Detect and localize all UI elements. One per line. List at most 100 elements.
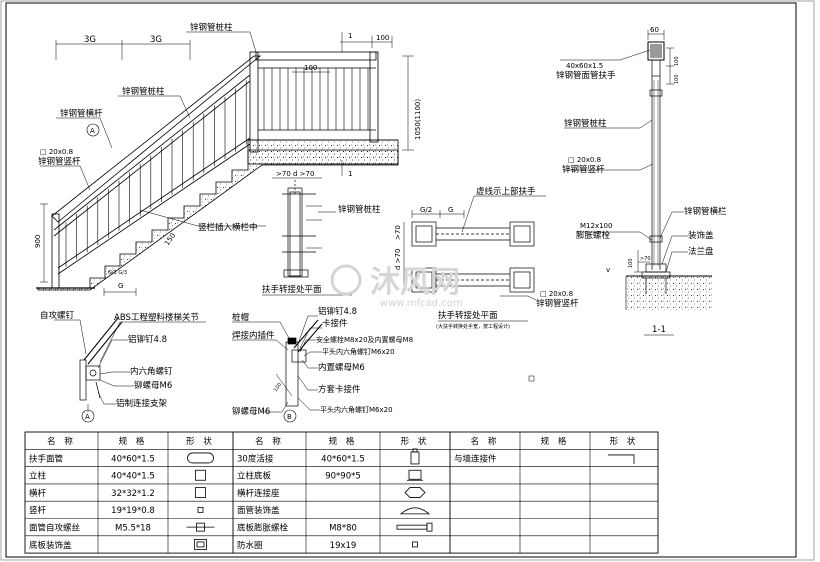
base-plate-shape-icon xyxy=(407,469,423,481)
label-sec-baluster-spec: □ 20x0.8 xyxy=(540,290,573,298)
sec-dim-100b: 100 xyxy=(674,74,680,84)
det-b-dim: 100 xyxy=(273,382,283,393)
elevation-leaders xyxy=(40,31,266,227)
dim-3g-2: 3G xyxy=(150,35,162,45)
watermark-text: 沐风网 xyxy=(370,265,460,300)
table-cell-name: 横杆连接座 xyxy=(237,488,280,499)
baluster-group xyxy=(65,68,369,267)
label-turn-plan-left: 扶手转接处平面 xyxy=(262,284,322,295)
section-ground xyxy=(626,276,712,310)
detail-a-marker xyxy=(81,409,95,423)
sloped-handrail xyxy=(51,55,262,223)
table-header: 名 称 xyxy=(255,436,284,447)
table-header: 形 状 xyxy=(186,436,215,447)
table-cell-spec: 19x19 xyxy=(330,541,357,551)
table-cell-name: 面管自攻螺丝 xyxy=(29,523,81,534)
rounded-rect-shape-icon xyxy=(187,452,214,464)
label-turn-plan-note: (大扶手转换处手宽，按工程设计) xyxy=(436,323,510,330)
det-b-innernut: 内置螺母M6 xyxy=(318,362,365,373)
elevation-dimensions xyxy=(40,32,414,296)
label-dashed-note: 虚线示上部扶手 xyxy=(476,186,536,197)
dim-g2: G/2 xyxy=(420,206,432,214)
sec-flange: 法兰盘 xyxy=(688,246,714,257)
table-cell-spec: 32*32*1.2 xyxy=(111,489,155,499)
detail-b-letter: B xyxy=(287,413,292,421)
callout-a-letter: A xyxy=(90,127,95,135)
wall-bracket-shape-icon xyxy=(608,454,635,464)
table-cell-spec: 90*90*5 xyxy=(325,472,361,482)
det-b-cap: 桩帽 xyxy=(232,312,249,323)
det-a-screw: 自攻螺钉 xyxy=(40,310,75,321)
sec-dim-100a: 100 xyxy=(674,56,680,66)
table-cell-spec: 19*19*0.8 xyxy=(111,506,155,516)
post-end xyxy=(369,51,379,143)
table-cell-name: 底板装饰盖 xyxy=(29,540,72,551)
det-a-bracket: 铝制连接支架 xyxy=(116,398,168,409)
post-mid xyxy=(249,51,259,153)
rail-seat-shape-icon xyxy=(404,487,426,498)
det-b-clip: 卡接件 xyxy=(322,318,348,329)
det-a-nut: 铆螺母M6 xyxy=(134,380,172,391)
det-b-rivet: 铝铆钉4.8 xyxy=(318,306,357,317)
dim-3g-1: 3G xyxy=(84,35,96,45)
table-header: 规 格 xyxy=(329,436,358,447)
square-shape-icon xyxy=(195,487,206,498)
det-b-safety: 安全螺栓M8x20及内置螺母M8 xyxy=(316,335,413,344)
label-turn-post: 锌钢管桩柱 xyxy=(338,204,381,215)
table-cell-name: 竖杆 xyxy=(29,505,47,516)
post-start xyxy=(51,213,60,289)
sec-bolt-spec: M12x100 xyxy=(580,222,612,230)
sec-top-dim: 60 xyxy=(650,26,659,34)
label-sec-baluster: 锌钢管竖杆 xyxy=(536,298,579,309)
table-cell-name: 与墙连接件 xyxy=(454,453,497,464)
label-rail: 锌钢管横杆 xyxy=(60,108,103,119)
detail-b-marker xyxy=(283,409,297,423)
table-cell-name: 扶手面管 xyxy=(29,453,63,464)
det-b-weld: 焊接内插件 xyxy=(232,330,275,341)
joint-shape-icon xyxy=(410,448,420,465)
watermark: 沐风网 www.mfcad.com xyxy=(330,264,463,309)
dim-70: >70 xyxy=(394,225,402,240)
sec-bolt: 膨胀螺栓 xyxy=(576,230,611,241)
sec-handrail-spec: 40x60x1.5 xyxy=(566,62,603,70)
label-baluster: 锌钢管竖杆 xyxy=(38,156,81,167)
stair-elevation xyxy=(36,139,399,291)
sec-title: 1-1 xyxy=(652,325,666,335)
table-cell-spec: 40*40*1.5 xyxy=(111,472,155,482)
table-header: 规 格 xyxy=(119,436,148,447)
watermark-url: www.mfcad.com xyxy=(380,298,463,309)
table-header: 名 称 xyxy=(47,436,76,447)
square-shape-icon xyxy=(195,469,206,481)
sec-v-mark: v xyxy=(606,266,610,274)
table-cell-name: 底板膨胀螺栓 xyxy=(237,523,289,534)
small-square-shape-icon xyxy=(412,541,418,548)
sec-baluster2-spec: □ 20x0.8 xyxy=(568,156,601,164)
detail-b xyxy=(232,315,323,413)
dim-g-bottom: G xyxy=(118,282,123,290)
dim-height: 1050(1100) xyxy=(414,99,422,140)
cap-shape-icon xyxy=(399,507,431,515)
table-cell-name: 立柱 xyxy=(29,471,47,482)
table-cell-name: 面管装饰盖 xyxy=(237,505,280,516)
small-square-shape-icon xyxy=(197,506,204,513)
table-cell-name: 立柱底板 xyxy=(237,471,272,482)
turn-detail-right xyxy=(403,195,546,301)
det-a-rivet: 铝铆钉4.8 xyxy=(128,334,167,345)
label-post-top: 锌钢管桩柱 xyxy=(190,22,233,33)
table-header: 规 格 xyxy=(541,436,570,447)
table-header: 形 状 xyxy=(610,436,639,447)
table-cell-spec: M5.5*18 xyxy=(115,524,151,534)
table-border xyxy=(24,431,659,554)
dim-900: 900 xyxy=(34,235,42,248)
table-cell-spec: M8*80 xyxy=(329,524,357,534)
dim-g: G xyxy=(448,206,453,214)
detail-a xyxy=(54,317,206,412)
section-mark-1-bottom: 1 xyxy=(348,170,352,178)
stair-slab xyxy=(37,149,399,291)
sec-baluster2: 锌钢管竖杆 xyxy=(562,164,605,175)
label-turn-plan-right: 扶手转接处平面 xyxy=(438,310,498,321)
det-b-flat2: 平头内六角螺钉M6x20 xyxy=(320,405,393,414)
det-a-abs: ABS工程塑料楼梯关节 xyxy=(114,312,199,323)
